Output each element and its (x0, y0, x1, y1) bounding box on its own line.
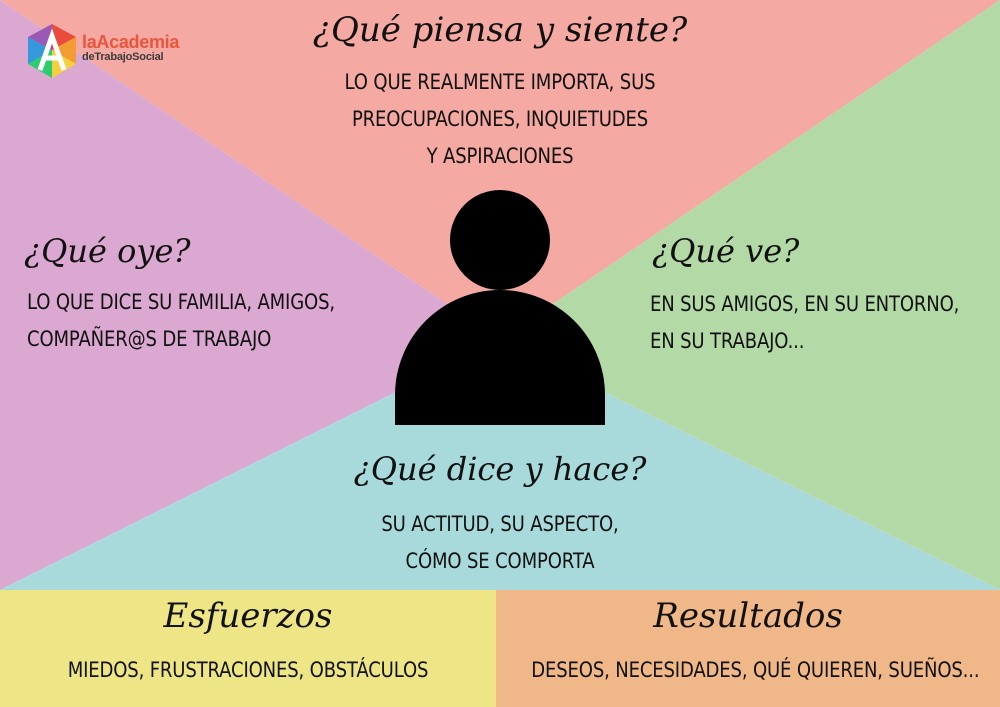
say-do-line: CÓMO SE COMPORTA (405, 549, 595, 573)
hear-line: LO QUE DICE SU FAMILIA, AMIGOS, (27, 290, 335, 314)
efforts-text: MIEDOS, FRUSTRACIONES, OBSTÁCULOS (35, 652, 462, 689)
efforts-region (0, 590, 496, 707)
logo-line-2: deTrabajoSocial (82, 51, 164, 63)
think-feel-line: LO QUE REALMENTE IMPORTA, SUS (344, 70, 656, 94)
academy-logo-icon (28, 24, 76, 78)
say-do-text: SU ACTITUD, SU ASPECTO, CÓMO SE COMPORTA (70, 506, 930, 580)
results-line: DESEOS, NECESIDADES, QUÉ QUIEREN, SUEÑOS… (531, 658, 980, 682)
see-title: ¿Qué ve? (652, 232, 800, 270)
results-title: Resultados (653, 596, 843, 636)
efforts-line: MIEDOS, FRUSTRACIONES, OBSTÁCULOS (67, 658, 429, 682)
hear-text: LO QUE DICE SU FAMILIA, AMIGOS, COMPAÑER… (27, 284, 335, 358)
see-line: EN SUS AMIGOS, EN SU ENTORNO, (650, 292, 960, 316)
results-text: DESEOS, NECESIDADES, QUÉ QUIEREN, SUEÑOS… (531, 652, 980, 689)
think-feel-title: ¿Qué piensa y siente? (312, 10, 688, 50)
think-feel-line: PREOCUPACIONES, INQUIETUDES (351, 107, 649, 131)
efforts-title: Esfuerzos (163, 596, 333, 636)
say-do-title: ¿Qué dice y hace? (353, 450, 647, 488)
think-feel-text: LO QUE REALMENTE IMPORTA, SUS PREOCUPACI… (70, 64, 930, 175)
see-region (500, 0, 1000, 590)
say-do-line: SU ACTITUD, SU ASPECTO, (381, 512, 619, 536)
hear-region (0, 0, 500, 590)
say-do-region (0, 340, 1000, 590)
hear-title: ¿Qué oye? (24, 232, 191, 270)
person-silhouette-icon (395, 190, 605, 425)
academy-logo: laAcademia deTrabajoSocial (24, 22, 179, 82)
results-region (496, 590, 1000, 707)
think-feel-line: Y ASPIRACIONES (426, 144, 574, 168)
hear-line: COMPAÑER@S DE TRABAJO (27, 327, 272, 351)
think-feel-region (0, 0, 1000, 340)
see-text: EN SUS AMIGOS, EN SU ENTORNO, EN SU TRAB… (650, 286, 959, 360)
logo-line-1: laAcademia (82, 32, 180, 52)
see-line: EN SU TRABAJO... (650, 329, 805, 353)
